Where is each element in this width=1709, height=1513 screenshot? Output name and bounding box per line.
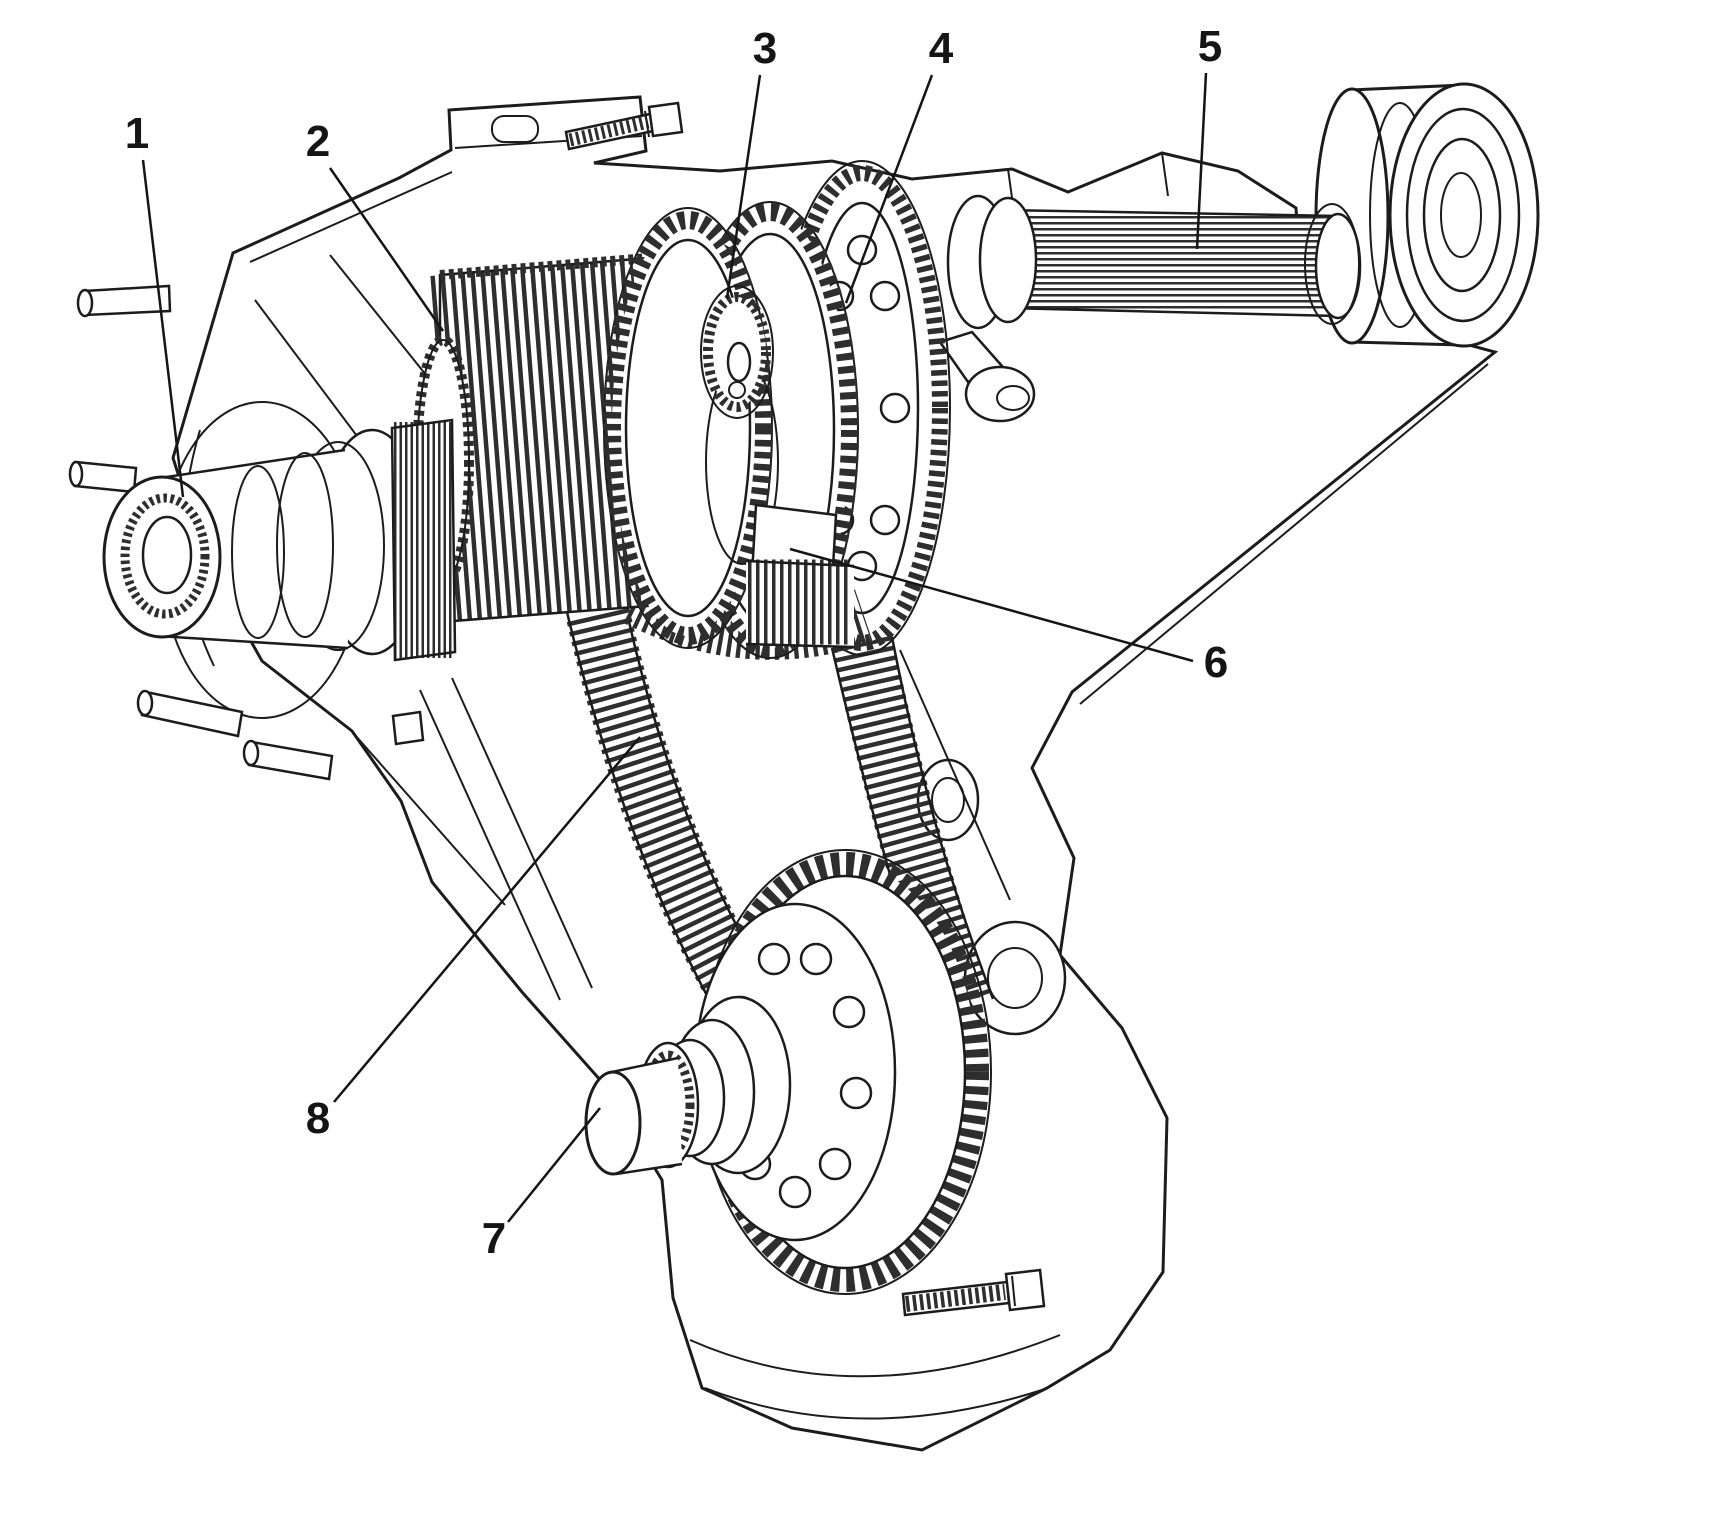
chain-right-edge-outer bbox=[890, 636, 995, 1000]
bottom-bolt-head-facet bbox=[1011, 1275, 1016, 1307]
sprocket-hole bbox=[799, 942, 833, 976]
dowel-pin bbox=[73, 460, 138, 494]
sun-gear-bore bbox=[726, 341, 752, 383]
tail-housing-rim bbox=[1388, 82, 1540, 348]
bottom-bolt-threads bbox=[905, 1284, 1006, 1312]
rear-output-shaft bbox=[946, 194, 1362, 330]
front-output-shaft-top-edge bbox=[611, 1056, 679, 1074]
sprocket-hole bbox=[778, 1175, 812, 1209]
callout-label-8: 8 bbox=[306, 1094, 330, 1143]
stud bbox=[391, 710, 425, 746]
rear-shaft-end-cap bbox=[1314, 212, 1362, 320]
input-shaft-bottom-edge bbox=[157, 634, 349, 650]
top-bolt-washer bbox=[644, 110, 650, 138]
sensor-boss bbox=[937, 330, 1036, 423]
top-bolt-threads bbox=[568, 115, 650, 147]
left-strut-edge-c bbox=[354, 734, 506, 906]
callout-leader-3 bbox=[725, 74, 762, 299]
lower-gear-assembly bbox=[584, 849, 992, 1295]
left-strut-edge-b bbox=[451, 677, 593, 989]
callout-leader-6 bbox=[789, 547, 1194, 663]
bolts bbox=[564, 101, 1046, 1317]
housing-boss-small-bore bbox=[931, 777, 965, 823]
clutch-plates bbox=[430, 260, 660, 620]
sprocket-hole bbox=[757, 942, 791, 976]
rear-shaft-bottom-edge bbox=[1004, 306, 1339, 318]
callout-leader-7 bbox=[507, 1107, 601, 1223]
bottom-bolt-head bbox=[1004, 1268, 1046, 1312]
tail-housing-ring-inner bbox=[1422, 137, 1502, 293]
rear-shaft-collar-b bbox=[978, 196, 1038, 324]
callout-label-2: 2 bbox=[306, 117, 330, 166]
clutch-pack bbox=[412, 253, 660, 624]
callout-leader-8 bbox=[333, 736, 641, 1103]
sprocket-hole bbox=[818, 1147, 852, 1181]
splined-drum-bottom-edge bbox=[745, 642, 855, 649]
tail-housing bbox=[1314, 82, 1540, 348]
callouts-layer: 1 2 3 4 5 6 7 8 bbox=[125, 22, 1228, 1263]
housing-rib-b bbox=[329, 254, 431, 381]
tail-housing-top-edge bbox=[1349, 83, 1465, 92]
sensor-body bbox=[964, 365, 1036, 423]
input-shaft-bore bbox=[141, 515, 193, 595]
housing-bottom-wall-a bbox=[689, 1334, 1061, 1378]
sprocket-hole bbox=[839, 1076, 873, 1110]
housing-rib-a bbox=[254, 299, 361, 441]
dowel-pin-end bbox=[76, 288, 94, 318]
callout-label-7: 7 bbox=[482, 1214, 506, 1263]
dowel-pin-end bbox=[68, 460, 84, 488]
callout-label-4: 4 bbox=[929, 24, 954, 73]
housing-bottom-wall-b bbox=[704, 1387, 1043, 1420]
callout-leader-2 bbox=[328, 167, 445, 332]
dowel-pin-end bbox=[136, 689, 154, 717]
chain-left-edge-outer bbox=[565, 611, 718, 1013]
front-output-shaft-bottom-edge bbox=[615, 1162, 683, 1176]
callout-leader-4 bbox=[844, 74, 934, 304]
callout-label-6: 6 bbox=[1204, 638, 1228, 687]
rear-shaft-top-edge bbox=[1004, 208, 1339, 218]
tail-housing-bottom-edge bbox=[1349, 340, 1463, 347]
right-strut-edge bbox=[899, 649, 1011, 901]
pinion-pin bbox=[728, 381, 746, 399]
callout-leader-5 bbox=[1195, 72, 1208, 250]
sprocket-hole bbox=[869, 280, 901, 312]
input-shaft-top-edge bbox=[159, 448, 346, 480]
left-strut-edge-a bbox=[419, 689, 561, 1001]
chain-right-band bbox=[831, 635, 992, 1017]
callout-label-1: 1 bbox=[125, 109, 149, 158]
input-shaft bbox=[102, 418, 457, 662]
mounting-pins bbox=[68, 284, 425, 781]
housing-top-inner-edge bbox=[249, 171, 453, 263]
housing-flange-slot bbox=[491, 115, 539, 143]
splined-drum-top-edge bbox=[745, 559, 855, 568]
sprocket-hole bbox=[879, 392, 911, 424]
input-spline-collar-outline bbox=[390, 418, 457, 662]
housing-boss-small bbox=[916, 758, 980, 842]
front-output-shaft-end-cap bbox=[584, 1070, 642, 1176]
input-shaft-ring-b bbox=[276, 452, 334, 638]
callout-leader-1 bbox=[141, 159, 185, 498]
input-shaft-ring-a bbox=[231, 465, 285, 639]
sensor-bore bbox=[996, 385, 1030, 411]
dowel-pin bbox=[247, 740, 334, 781]
rear-shaft-bearing-ring bbox=[1304, 203, 1360, 325]
dowel-pin bbox=[140, 690, 244, 738]
tail-housing-ring-mid bbox=[1405, 107, 1521, 323]
clutch-drum-serration bbox=[439, 253, 649, 280]
dowel-pin-end bbox=[242, 739, 260, 767]
gear-cluster bbox=[603, 201, 859, 659]
housing-step-b bbox=[1161, 152, 1169, 197]
callout-label-3: 3 bbox=[753, 24, 777, 73]
top-bolt-head bbox=[647, 101, 684, 138]
housing-boss-large bbox=[963, 920, 1067, 1036]
housing-boss-large-bore bbox=[987, 947, 1043, 1009]
sprocket-hole bbox=[832, 995, 866, 1029]
sun-gear-tip-circle bbox=[700, 285, 774, 419]
sprocket-hole bbox=[869, 504, 901, 536]
callout-label-5: 5 bbox=[1198, 22, 1222, 71]
tail-housing-bore bbox=[1440, 172, 1482, 258]
dowel-pin bbox=[82, 284, 172, 317]
